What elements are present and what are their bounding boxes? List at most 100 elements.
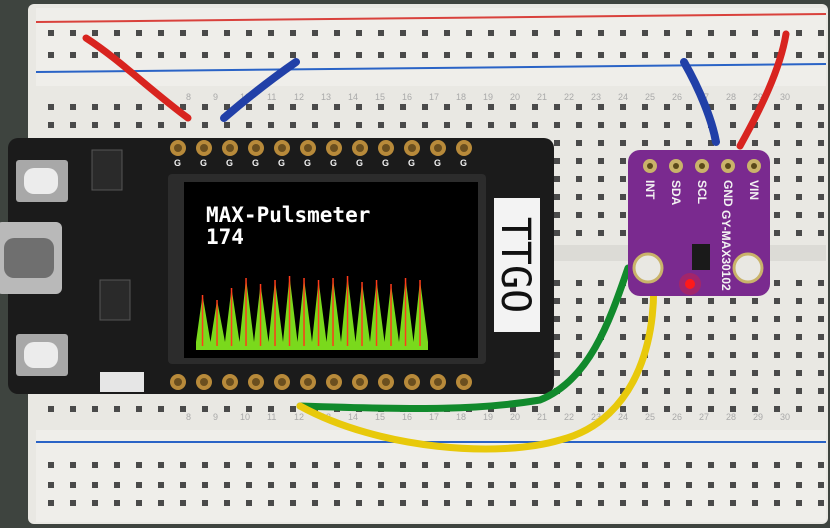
breadboard-hole	[730, 334, 736, 340]
breadboard-hole	[642, 298, 648, 304]
breadboard-hole	[290, 122, 296, 128]
breadboard-hole	[158, 104, 164, 110]
breadboard-hole	[796, 52, 802, 58]
breadboard-hole	[708, 388, 714, 394]
breadboard-hole	[642, 104, 648, 110]
breadboard-hole	[796, 212, 802, 218]
breadboard-hole	[708, 370, 714, 376]
breadboard-hole	[664, 122, 670, 128]
reset-button[interactable]	[16, 334, 68, 376]
pin-label: G	[330, 158, 337, 168]
breadboard-hole	[554, 30, 560, 36]
breadboard-hole	[686, 316, 692, 322]
breadboard-hole	[774, 352, 780, 358]
breadboard-hole	[708, 500, 714, 506]
breadboard-hole	[818, 140, 824, 146]
breadboard-hole	[488, 482, 494, 488]
blue-wire-left	[220, 58, 300, 122]
breadboard-hole	[246, 104, 252, 110]
pin-label: G	[356, 158, 363, 168]
sensor-led	[685, 279, 695, 289]
column-number-top: 22	[564, 92, 574, 102]
breadboard-hole	[774, 482, 780, 488]
breadboard-hole	[554, 462, 560, 468]
breadboard-hole	[774, 280, 780, 286]
column-number-top: 23	[591, 92, 601, 102]
breadboard-hole	[378, 500, 384, 506]
breadboard-hole	[576, 280, 582, 286]
breadboard-hole	[598, 122, 604, 128]
column-number-bottom: 14	[348, 412, 358, 422]
breadboard-hole	[752, 52, 758, 58]
breadboard-hole	[334, 500, 340, 506]
breadboard-hole	[818, 52, 824, 58]
breadboard-hole	[510, 482, 516, 488]
breadboard-hole	[510, 104, 516, 110]
battery-connector	[100, 372, 144, 392]
breadboard-hole	[400, 482, 406, 488]
breadboard-hole	[598, 370, 604, 376]
breadboard-hole	[796, 140, 802, 146]
column-number-bottom: 28	[726, 412, 736, 422]
breadboard-hole	[268, 30, 274, 36]
breadboard-hole	[268, 52, 274, 58]
breadboard-hole	[576, 30, 582, 36]
breadboard-hole	[664, 352, 670, 358]
breadboard-hole	[752, 370, 758, 376]
breadboard-hole	[290, 406, 296, 412]
breadboard-hole	[730, 406, 736, 412]
breadboard-hole	[796, 500, 802, 506]
breadboard-hole	[752, 140, 758, 146]
sensor-pin-label: VIN	[747, 180, 761, 200]
breadboard-hole	[752, 316, 758, 322]
column-number-bottom: 11	[267, 412, 276, 422]
column-number-bottom: 8	[186, 412, 191, 422]
column-number-top: 13	[321, 92, 331, 102]
breadboard-hole	[576, 140, 582, 146]
breadboard-hole	[246, 482, 252, 488]
breadboard-hole	[246, 462, 252, 468]
sensor-pin-row	[643, 159, 761, 173]
breadboard-hole	[180, 406, 186, 412]
breadboard-hole	[334, 122, 340, 128]
column-number-bottom: 21	[537, 412, 547, 422]
boot-button[interactable]	[16, 160, 68, 202]
breadboard-hole	[378, 30, 384, 36]
column-number-top: 18	[456, 92, 466, 102]
breadboard-hole	[576, 334, 582, 340]
breadboard-hole	[378, 482, 384, 488]
breadboard-hole	[620, 482, 626, 488]
breadboard-hole	[576, 158, 582, 164]
breadboard-hole	[598, 140, 604, 146]
breadboard-hole	[730, 104, 736, 110]
breadboard-hole	[158, 482, 164, 488]
breadboard-hole	[488, 462, 494, 468]
breadboard-hole	[268, 500, 274, 506]
breadboard-hole	[48, 406, 54, 412]
blue-wire-right	[680, 58, 720, 146]
breadboard-hole	[70, 52, 76, 58]
breadboard-hole	[488, 104, 494, 110]
breadboard-hole	[752, 482, 758, 488]
breadboard-hole	[488, 122, 494, 128]
breadboard-hole	[818, 104, 824, 110]
breadboard-hole	[686, 500, 692, 506]
breadboard-hole	[642, 482, 648, 488]
breadboard-hole	[796, 334, 802, 340]
breadboard-hole	[378, 104, 384, 110]
breadboard-hole	[70, 406, 76, 412]
breadboard-hole	[466, 482, 472, 488]
breadboard-hole	[796, 158, 802, 164]
green-wire	[296, 264, 632, 412]
breadboard-hole	[818, 482, 824, 488]
breadboard-hole	[70, 462, 76, 468]
breadboard-hole	[774, 316, 780, 322]
breadboard-hole	[312, 482, 318, 488]
breadboard-hole	[202, 462, 208, 468]
pin-label: G	[382, 158, 389, 168]
breadboard-hole	[664, 500, 670, 506]
breadboard-hole	[818, 316, 824, 322]
breadboard-hole	[818, 406, 824, 412]
breadboard-hole	[598, 298, 604, 304]
breadboard-hole	[136, 482, 142, 488]
